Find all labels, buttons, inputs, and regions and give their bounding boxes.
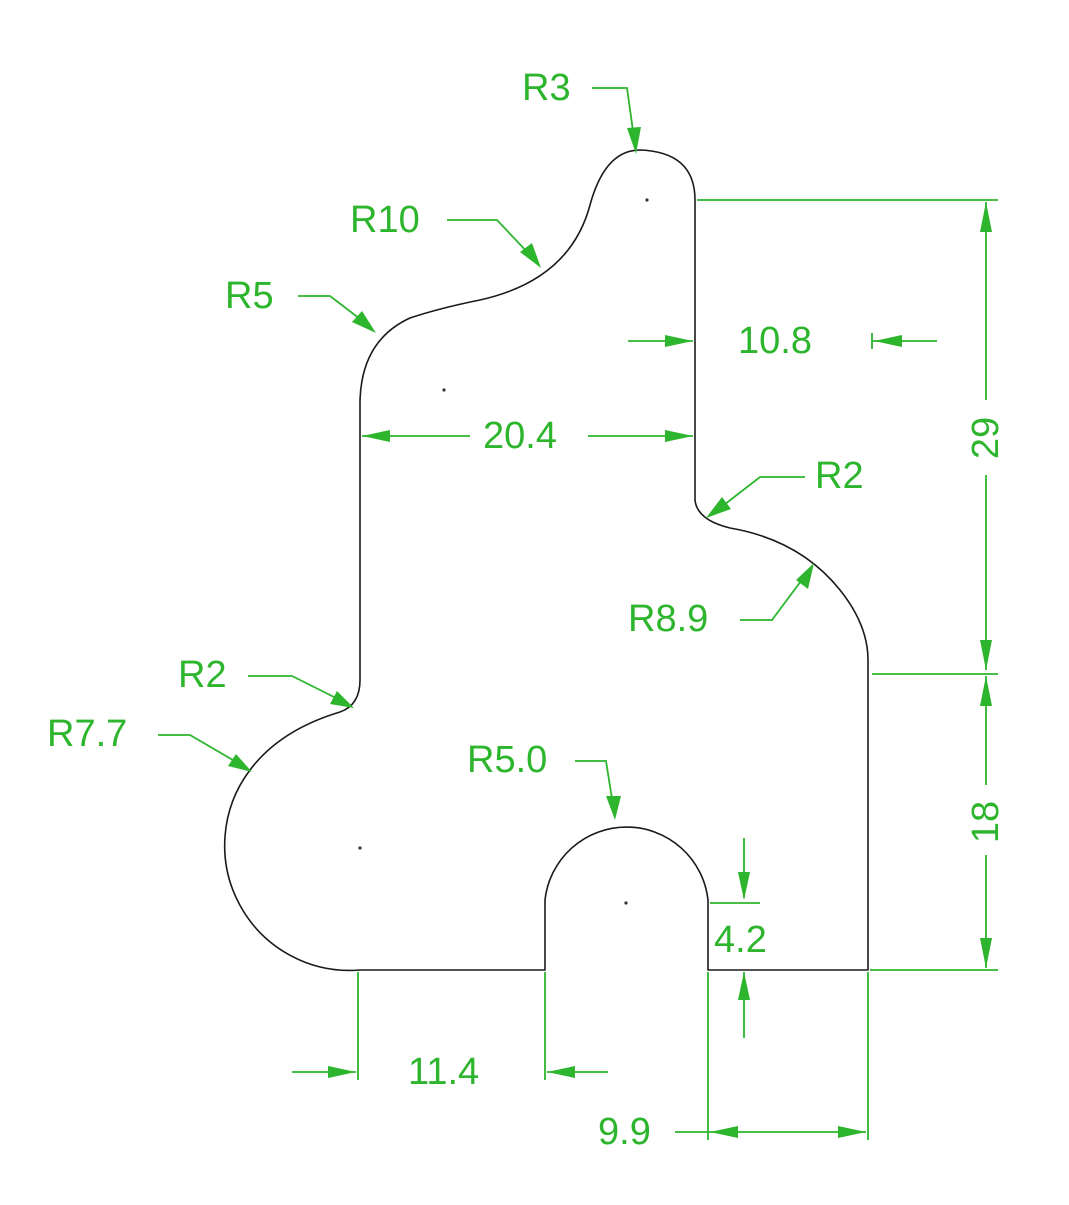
center-mark-r5-0 xyxy=(624,901,628,905)
label-18: 18 xyxy=(965,801,1007,843)
center-mark-r5 xyxy=(442,388,446,392)
label-r8-9: R8.9 xyxy=(628,598,708,640)
leader-r10 xyxy=(447,219,541,268)
label-r2-lower: R2 xyxy=(178,654,227,696)
label-29: 29 xyxy=(965,417,1007,459)
label-10-8: 10.8 xyxy=(738,320,812,362)
leader-r8-9 xyxy=(740,563,814,621)
center-mark-r3 xyxy=(645,198,649,202)
part-outline xyxy=(223,149,869,972)
center-mark-r7-7 xyxy=(358,846,362,850)
label-11-4: 11.4 xyxy=(408,1051,479,1093)
label-4-2: 4.2 xyxy=(714,919,767,961)
dimension-20-4 xyxy=(362,430,693,442)
dimension-11-4 xyxy=(292,972,608,1080)
leader-r3 xyxy=(592,87,641,154)
dimension-29 xyxy=(697,199,998,670)
dimension-18 xyxy=(870,673,998,971)
label-r7-7: R7.7 xyxy=(47,713,127,755)
dimension-10-8 xyxy=(628,333,937,349)
dimension-4-2 xyxy=(710,838,760,1038)
leader-r5-0 xyxy=(575,760,621,820)
dimension-9-9 xyxy=(675,972,869,1140)
label-r5-0: R5.0 xyxy=(467,739,547,781)
label-20-4: 20.4 xyxy=(483,415,557,457)
label-r2-upper: R2 xyxy=(815,455,864,497)
label-9-9: 9.9 xyxy=(598,1111,651,1153)
leader-r2-lower xyxy=(248,675,354,708)
label-r5: R5 xyxy=(225,275,274,317)
label-r3: R3 xyxy=(522,67,571,109)
leader-r2-upper xyxy=(706,476,805,518)
leader-r7-7 xyxy=(158,734,252,772)
label-r10: R10 xyxy=(350,199,420,241)
leader-r5 xyxy=(298,295,376,333)
